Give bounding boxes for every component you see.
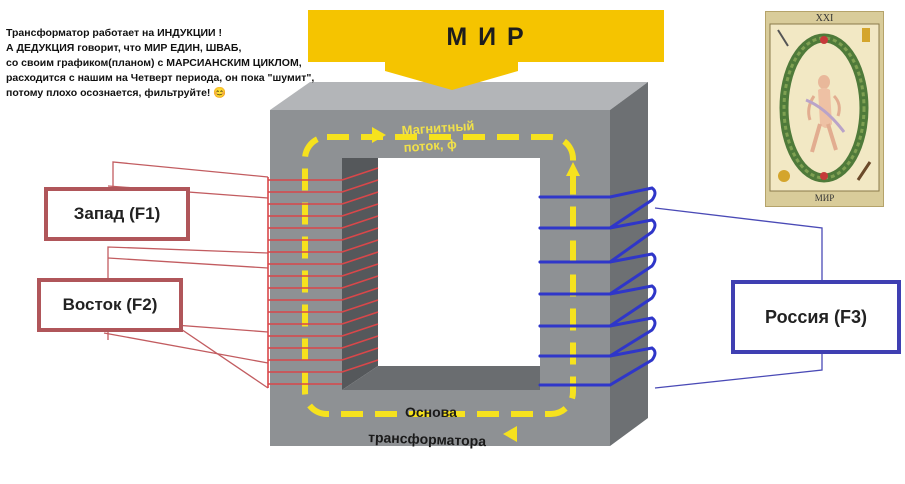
core-side-face	[610, 82, 648, 446]
primary-winding	[267, 167, 379, 388]
flux-label-1: Магнитный	[401, 118, 475, 138]
russia-box: Россия (F3)	[731, 280, 901, 354]
smile-emoji-icon: 😊	[213, 87, 227, 99]
world-arrow-label: М И Р	[446, 23, 525, 51]
tarot-card-world: XXI МИР	[765, 11, 884, 207]
secondary-winding	[538, 186, 657, 387]
flux-arrow-top	[372, 127, 386, 143]
note-line-1: Трансформатор работает на ИНДУКЦИИ !	[6, 27, 222, 39]
tarot-number: XXI	[815, 13, 834, 24]
tarot-illustration	[769, 23, 880, 192]
figure-head	[818, 75, 830, 89]
base-label-2: трансформатора	[368, 429, 487, 449]
flux-arrow-right	[566, 162, 580, 176]
annotation-note: Трансформатор работает на ИНДУКЦИИ ! А Д…	[6, 26, 336, 101]
note-line-4: расходится с нашим на Четверт периода, о…	[6, 72, 315, 84]
west-label: Запад (F1)	[73, 204, 161, 223]
window-opening	[378, 158, 540, 366]
window-bottom-inner	[342, 366, 540, 390]
tarot-title: МИР	[814, 193, 835, 203]
russia-label: Россия (F3)	[765, 306, 867, 327]
note-line-5: потому плохо осознается, фильтруйте!	[6, 87, 211, 99]
note-line-2: А ДЕДУКЦИЯ говорит, что МИР ЕДИН, ШВАБ,	[6, 42, 242, 54]
flux-arrow-bottom	[503, 426, 517, 442]
east-box: Восток (F2)	[37, 278, 183, 332]
core-top-face	[270, 82, 648, 110]
east-label: Восток (F2)	[62, 295, 158, 314]
secondary-leads	[654, 207, 823, 389]
base-label-1: Основа	[405, 404, 457, 420]
core-front-face	[270, 110, 610, 446]
world-arrow	[308, 10, 664, 90]
west-box: Запад (F1)	[44, 187, 190, 241]
window-left-inner	[342, 158, 378, 390]
flux-label-2: поток, ϕ	[403, 136, 457, 155]
note-line-3: со своим графиком(планом) с МАРСИАНСКИМ …	[6, 57, 302, 69]
